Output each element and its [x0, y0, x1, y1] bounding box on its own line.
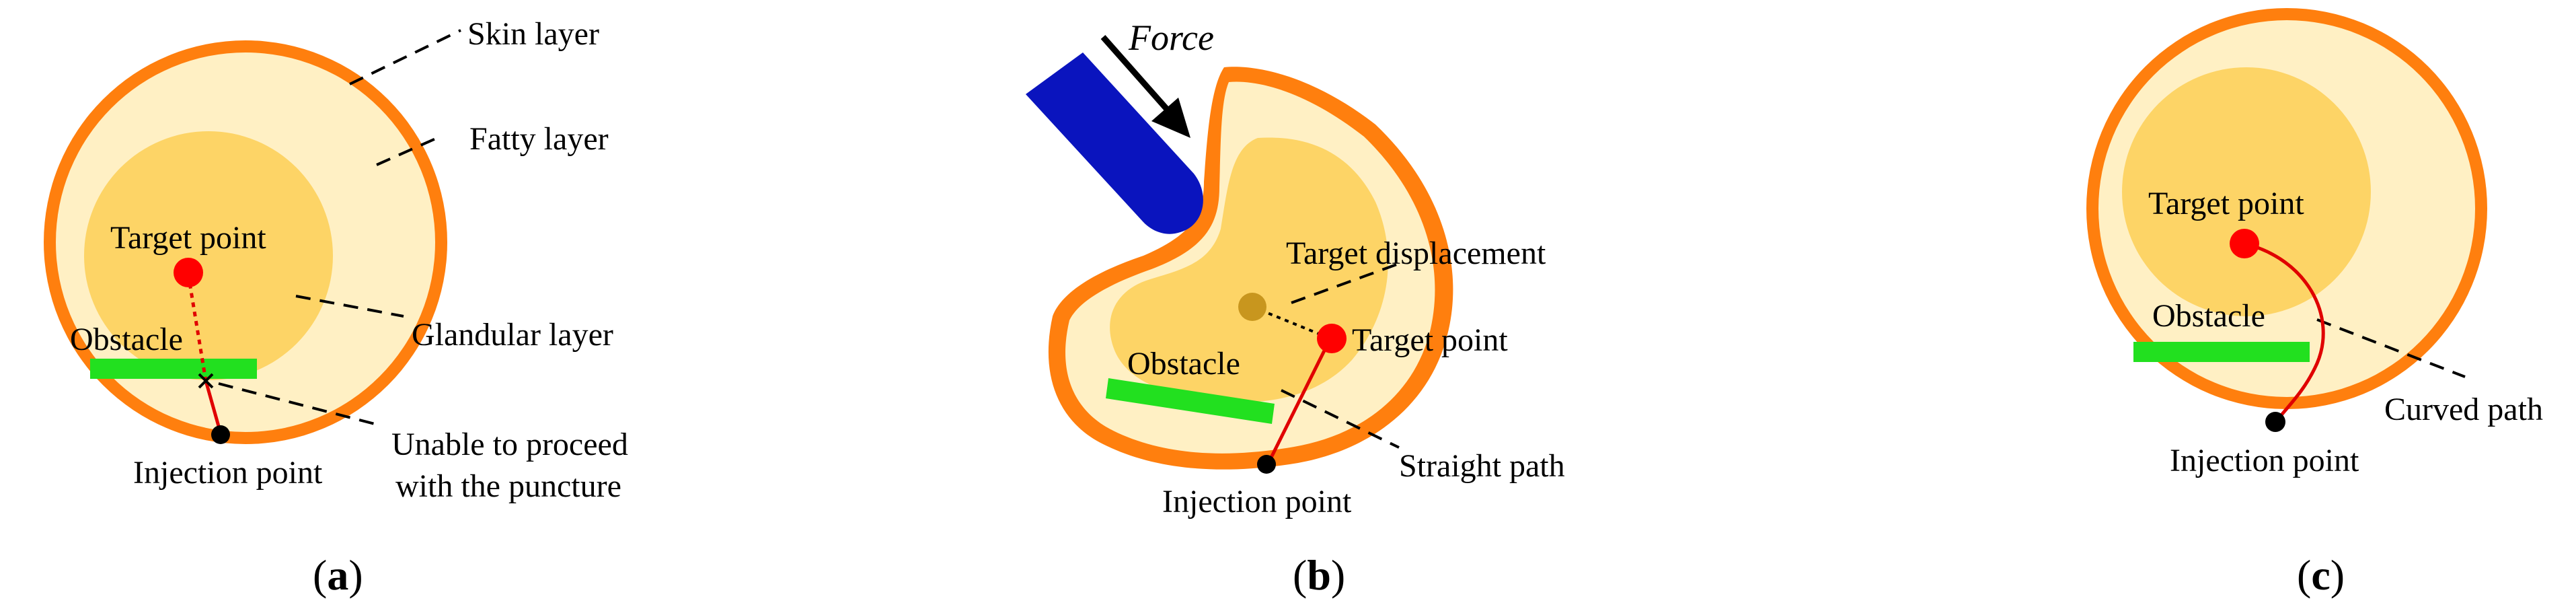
glandular-layer-a [84, 131, 333, 380]
injection-path-a [204, 380, 223, 434]
unable-leader-a [218, 382, 381, 427]
original-target-b [1238, 293, 1266, 321]
displacement-line [1252, 305, 1331, 340]
obstacle-a [90, 359, 257, 379]
cross-mark-a [198, 373, 214, 389]
curved-path-c [2244, 242, 2325, 423]
force-label: Force [1128, 17, 1214, 58]
unable-label-line1-a: Unable to proceed [391, 427, 628, 462]
obstacle-label-c: Obstacle [2152, 298, 2265, 334]
glandular-layer-c [2122, 67, 2371, 316]
probe-b [1026, 52, 1203, 234]
unable-label-line2-a: with the puncture [395, 468, 621, 504]
injection-point-b [1257, 455, 1276, 474]
force-arrow-head [1151, 98, 1190, 138]
obstacle-b [1106, 378, 1275, 424]
fatty-leader-a [376, 137, 438, 166]
curved-path-leader [2316, 318, 2466, 378]
obstacle-c [2133, 342, 2310, 362]
glandular-layer-label-a: Glandular layer [412, 317, 613, 353]
curved-path-label: Curved path [2384, 392, 2543, 427]
injection-point-label-c: Injection point [2170, 443, 2359, 478]
straight-path-b [1266, 337, 1332, 466]
injection-point-a [211, 425, 230, 444]
straight-path-leader [1281, 389, 1400, 449]
injection-point-label-a: Injection point [133, 455, 323, 491]
injection-point-c [2265, 412, 2285, 432]
target-point-label-b: Target point [1352, 322, 1508, 358]
caption-b: (b) [1293, 551, 1345, 599]
target-displacement-leader [1291, 261, 1403, 304]
straight-path-label: Straight path [1399, 448, 1565, 484]
target-point-label-a: Target point [110, 220, 266, 256]
obstacle-label-a: Obstacle [70, 322, 183, 357]
panel-a: Skin layer Fatty layer Glandular layer T… [44, 16, 628, 599]
panel-c: Target point Obstacle Curved path Inject… [2086, 8, 2543, 599]
caption-a: (a) [313, 551, 363, 599]
caption-c: (c) [2297, 551, 2345, 599]
skin-layer-label-a: Skin layer [467, 16, 599, 52]
target-point-b [1317, 324, 1347, 353]
injection-point-label-b: Injection point [1162, 484, 1352, 519]
fatty-layer-label-a: Fatty layer [469, 121, 609, 157]
skin-leader-a [349, 29, 461, 85]
target-point-a [174, 258, 203, 287]
target-point-label-c: Target point [2148, 186, 2304, 221]
obstacle-label-b: Obstacle [1127, 346, 1240, 382]
glandular-leader-a [295, 295, 404, 318]
target-displacement-label: Target displacement [1286, 236, 1546, 271]
panel-b: Force Target displacement Target point O… [1026, 17, 1565, 599]
force-arrow-shaft [1100, 35, 1173, 115]
target-point-c [2230, 229, 2259, 258]
